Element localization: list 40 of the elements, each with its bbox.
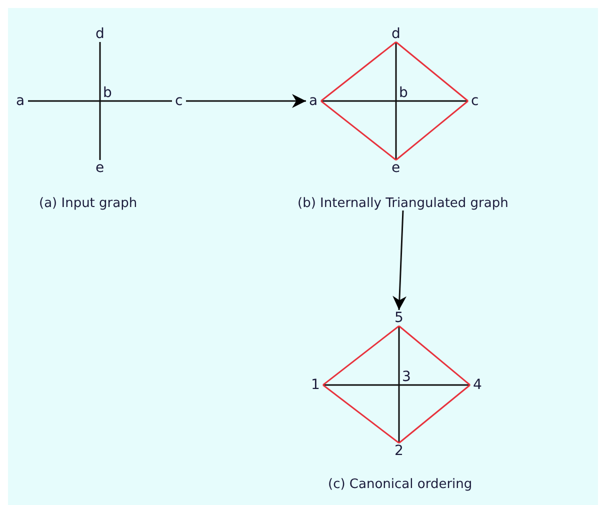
graph-edge bbox=[322, 384, 400, 444]
vertex-label: 4 bbox=[470, 377, 485, 393]
graph-edge bbox=[323, 384, 399, 386]
graph-edge bbox=[398, 325, 470, 386]
graph-edge bbox=[320, 41, 396, 102]
vertex-label: c bbox=[172, 93, 186, 109]
graph-edge bbox=[28, 100, 100, 102]
vertex-label: a bbox=[13, 93, 28, 109]
graph-caption: (b) Internally Triangulated graph bbox=[294, 196, 512, 210]
vertex-label: 3 bbox=[399, 369, 414, 385]
vertex-label: 2 bbox=[392, 443, 406, 459]
arrow bbox=[186, 94, 306, 108]
graph-edge bbox=[396, 100, 468, 161]
vertex-label: a bbox=[306, 93, 321, 109]
vertex-label: c bbox=[468, 93, 482, 109]
graph-edge bbox=[99, 101, 101, 160]
graph-edge bbox=[398, 385, 400, 443]
vertex-label: d bbox=[388, 26, 404, 42]
vertex-label: e bbox=[92, 160, 108, 176]
graph-edge bbox=[320, 100, 396, 161]
graph-edge bbox=[396, 100, 468, 102]
graph-edge bbox=[100, 100, 172, 102]
graph-caption: (c) Canonical ordering bbox=[325, 476, 476, 492]
graph-edge bbox=[398, 326, 400, 385]
vertex-label: b bbox=[396, 85, 411, 101]
vertex-label: e bbox=[388, 160, 404, 176]
graph-edge bbox=[396, 41, 468, 102]
graph-edge bbox=[321, 100, 396, 102]
vertex-label: 5 bbox=[392, 310, 406, 326]
vertex-label: d bbox=[92, 26, 108, 42]
graph-edge bbox=[395, 42, 397, 101]
graph-edge bbox=[398, 384, 470, 444]
graph-caption: (a) Input graph bbox=[36, 196, 140, 210]
graph-edge bbox=[399, 384, 470, 386]
graph-edge bbox=[395, 101, 397, 160]
graph-edge bbox=[322, 325, 400, 386]
vertex-label: 1 bbox=[308, 377, 323, 393]
graph-edge bbox=[99, 42, 101, 101]
vertex-label: b bbox=[100, 85, 115, 101]
arrow bbox=[392, 210, 407, 310]
